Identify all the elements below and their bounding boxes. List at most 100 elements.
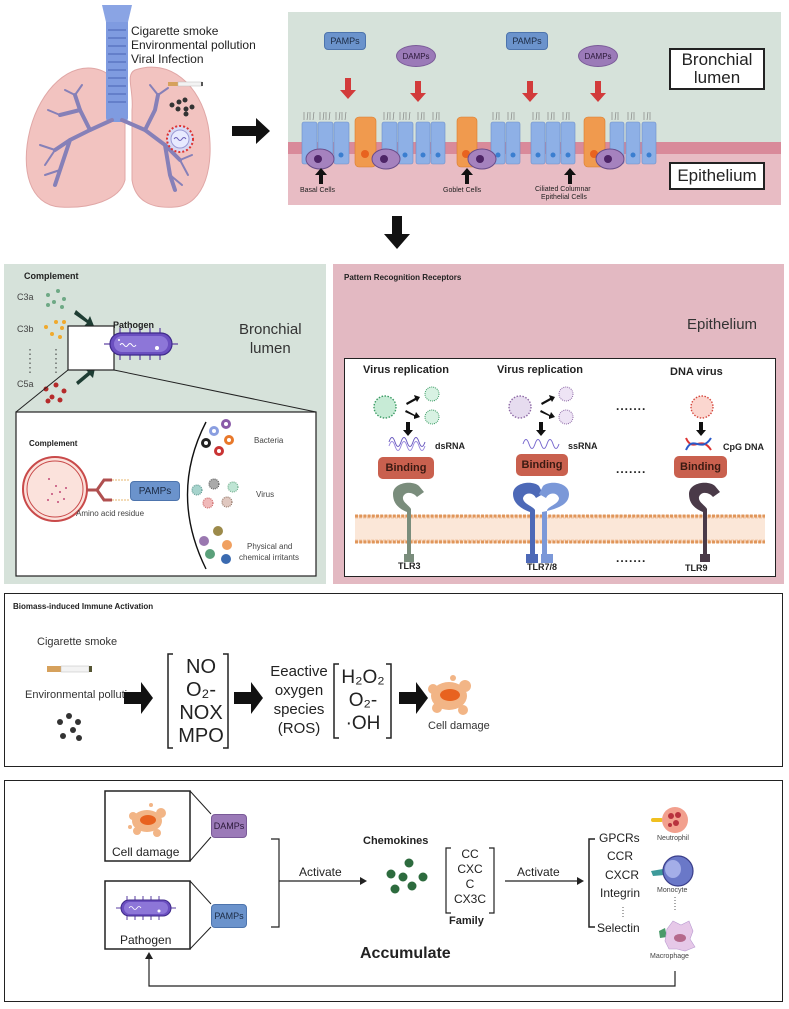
damps-pill: DAMPs	[578, 45, 618, 67]
pamps-pill: PAMPs	[211, 904, 247, 928]
column-heading-dna-virus: DNA virus	[670, 366, 723, 378]
irritants-label-2: chemical irritants	[239, 553, 300, 562]
pamps-pill: PAMPs	[506, 32, 548, 50]
tlr78-label: TLR7/8	[527, 562, 558, 572]
complement-illustration	[15, 289, 317, 577]
epithelium-label: Epithelium	[669, 162, 765, 190]
epithelium-cells-illustration	[301, 78, 657, 184]
inset-complement-title: Complement	[29, 439, 78, 448]
complement-protein-icon	[22, 456, 130, 522]
virus-icon	[690, 395, 714, 419]
c3b-label: C3b	[17, 324, 34, 334]
ellipsis: .......	[616, 551, 647, 565]
tlr3-receptor-icon	[393, 482, 424, 562]
cause-text-1: Cigarette smoke	[131, 24, 219, 38]
accumulate-panel: Cell damage Pathogen DAMPs PAMPs Activat…	[4, 780, 783, 1002]
bracket	[386, 663, 392, 739]
pathogen-icon	[116, 896, 176, 920]
red-arrow-icon	[522, 81, 538, 102]
pamps-pill: PAMPs	[130, 481, 180, 501]
biomass-panel: Biomass-induced Immune Activation Cigare…	[4, 593, 783, 767]
bronchial-lumen-label: Bronchial lumen	[669, 48, 765, 90]
tlr9-receptor-icon	[689, 482, 720, 562]
bracket	[333, 663, 339, 739]
prr-illustration	[355, 386, 765, 563]
goblet-cells-label: Goblet Cells	[443, 187, 482, 194]
monocyte-label: Monocyte	[657, 887, 688, 894]
arrow-up-icon	[315, 168, 327, 184]
damps-pill: DAMPs	[396, 45, 436, 67]
ros-label: Eeactive oxygen species (ROS)	[270, 663, 328, 737]
chemokine-family-list: CC CXC C CX3C	[453, 847, 486, 906]
ellipsis: .......	[616, 399, 647, 413]
accumulate-illustration	[104, 790, 696, 987]
dna-icon	[685, 437, 712, 451]
ros-species-list: H₂O₂ O₂- ·OH	[341, 667, 385, 734]
amino-acid-residue-label: Amino acid residue	[76, 509, 145, 518]
column-heading-virus-replication-1: Virus replication	[363, 364, 449, 376]
cigarette-icon	[168, 82, 178, 86]
pathogen-icon	[104, 328, 178, 360]
red-arrow-icon	[340, 78, 356, 99]
bracket	[223, 653, 229, 749]
arrow-right-icon	[232, 118, 270, 144]
damps-pill: DAMPs	[211, 814, 247, 838]
lungs-icon	[25, 5, 270, 208]
red-arrow-icon	[590, 81, 606, 102]
pathogen-box-label: Pathogen	[120, 933, 172, 947]
environmental-pollution-label: Environmental pollution	[25, 689, 140, 701]
cause-text-3: Viral Infection	[131, 52, 204, 66]
irritants-icon	[199, 526, 232, 564]
activate-label-2: Activate	[517, 865, 560, 879]
biomass-illustration	[47, 653, 471, 749]
virus-icon	[191, 478, 239, 509]
cell-membrane	[355, 514, 765, 544]
goblet-cell	[354, 116, 377, 168]
mediators-list: NO O₂- NOX MPO	[178, 656, 224, 747]
irritants-label-1: Physical and	[247, 542, 293, 551]
arrow-up-icon	[564, 168, 576, 184]
tlr3-label: TLR3	[398, 561, 421, 571]
cell-damage-box-label: Cell damage	[112, 845, 180, 859]
ciliated-cells-label-1: Ciliated Columnar	[535, 186, 591, 193]
chemokines-title: Chemokines	[363, 835, 429, 847]
family-label: Family	[449, 915, 484, 927]
cell-damage-label: Cell damage	[428, 720, 490, 732]
bronchial-epithelium-panel: PAMPs DAMPs PAMPs DAMPs	[288, 12, 781, 205]
receptor-integrin: Integrin	[600, 886, 641, 900]
cell-damage-icon	[428, 675, 471, 715]
binding-box-tlr3: Binding	[378, 457, 434, 479]
arrow-right-icon	[124, 682, 153, 714]
ssrna-label: ssRNA	[568, 441, 598, 451]
accumulate-label: Accumulate	[360, 945, 451, 962]
complement-panel: Complement C3a C3b C5a	[4, 264, 326, 584]
neutrophil-label: Neutrophil	[657, 835, 689, 842]
macrophage-label: Macrophage	[650, 953, 689, 960]
neutrophil-icon	[651, 807, 688, 833]
receptor-cxcr: CXCR	[605, 868, 640, 882]
activate-label-1: Activate	[299, 865, 342, 879]
bracket	[167, 653, 173, 749]
chemokine-dots-icon	[386, 858, 428, 894]
pollution-particles-icon	[57, 713, 82, 741]
column-heading-virus-replication-2: Virus replication	[497, 364, 583, 376]
c5a-label: C5a	[17, 379, 34, 389]
cigarette-smoke-label: Cigarette smoke	[37, 636, 118, 648]
arrow-right-icon	[234, 682, 263, 714]
receptor-selectin: Selectin	[597, 921, 640, 935]
red-arrow-icon	[410, 81, 426, 102]
prr-panel: Pattern Recognition Receptors Epithelium	[333, 264, 784, 584]
macrophage-icon	[659, 920, 696, 952]
virus-icon	[373, 386, 440, 425]
cpg-dna-label: CpG DNA	[723, 442, 764, 452]
pathogen-label: Pathogen	[113, 320, 155, 330]
tlr9-label: TLR9	[685, 563, 708, 573]
c3a-label: C3a	[17, 292, 34, 302]
binding-box-tlr9: Binding	[674, 456, 727, 478]
arrow-down-icon	[384, 216, 410, 249]
complement-title: Complement	[24, 271, 79, 281]
cigarette-icon	[47, 665, 92, 673]
ellipsis: .......	[616, 462, 647, 476]
arrow-up-icon	[461, 168, 473, 184]
biomass-title: Biomass-induced Immune Activation	[13, 602, 154, 611]
